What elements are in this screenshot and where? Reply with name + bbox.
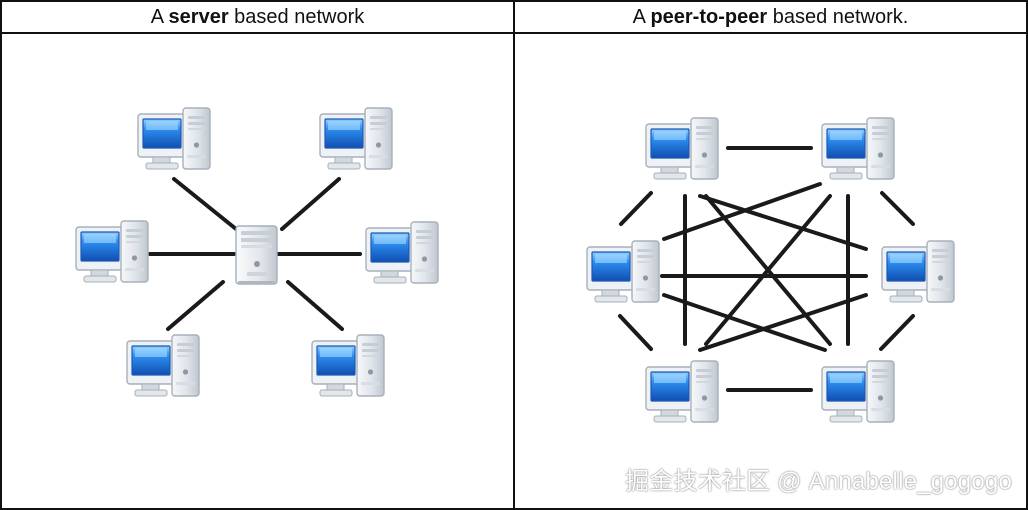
- server-network-title: A server based network: [2, 2, 513, 32]
- peer-node-top-left: [645, 117, 719, 180]
- server-network-title-suffix: based network: [228, 5, 365, 28]
- peer-link-13: [698, 293, 868, 352]
- server-client-top-left: [137, 107, 211, 170]
- server-network-title-bold: server: [168, 5, 229, 28]
- peer-node-middle-left: [586, 240, 660, 303]
- peer-network-title: A peer-to-peer based network.: [515, 2, 1026, 32]
- peer-link-12: [662, 293, 827, 352]
- peer-node-bottom-left: [645, 360, 719, 423]
- server-client-middle-left: [75, 220, 149, 283]
- peer-link-4: [880, 191, 915, 226]
- server-clients: [75, 107, 439, 397]
- peer-link-10: [698, 194, 868, 251]
- peer-link-5: [618, 314, 653, 351]
- server-link-5: [166, 280, 225, 331]
- peer-network-title-bold: peer-to-peer: [650, 5, 768, 28]
- server-network-title-prefix: A: [150, 5, 169, 28]
- watermark-text: 掘金技术社区 @ Annabelle_gogogo: [625, 468, 1012, 495]
- peer-node-bottom-right: [821, 360, 895, 423]
- peer-link-3: [619, 191, 653, 226]
- server-client-top-right: [319, 107, 393, 170]
- server-client-bottom-left: [126, 334, 200, 397]
- server-client-bottom-right: [311, 334, 385, 397]
- peer-link-6: [879, 314, 915, 351]
- peer-network-title-suffix: based network.: [767, 5, 909, 28]
- table-column-divider: [513, 0, 515, 510]
- peer-node-middle-right: [881, 240, 955, 303]
- server-link-2: [280, 177, 341, 231]
- peer-node-top-right: [821, 117, 895, 180]
- table-header-divider: [0, 32, 1028, 34]
- server-link-6: [286, 280, 344, 331]
- server-tower-icon: [235, 225, 278, 285]
- peer-link-15: [704, 194, 832, 346]
- server-link-1: [172, 177, 238, 231]
- peer-connections: [618, 146, 915, 392]
- peer-nodes: [586, 117, 955, 423]
- peer-network-title-prefix: A: [632, 5, 651, 28]
- server-client-middle-right: [365, 221, 439, 284]
- server-connections: [148, 177, 362, 331]
